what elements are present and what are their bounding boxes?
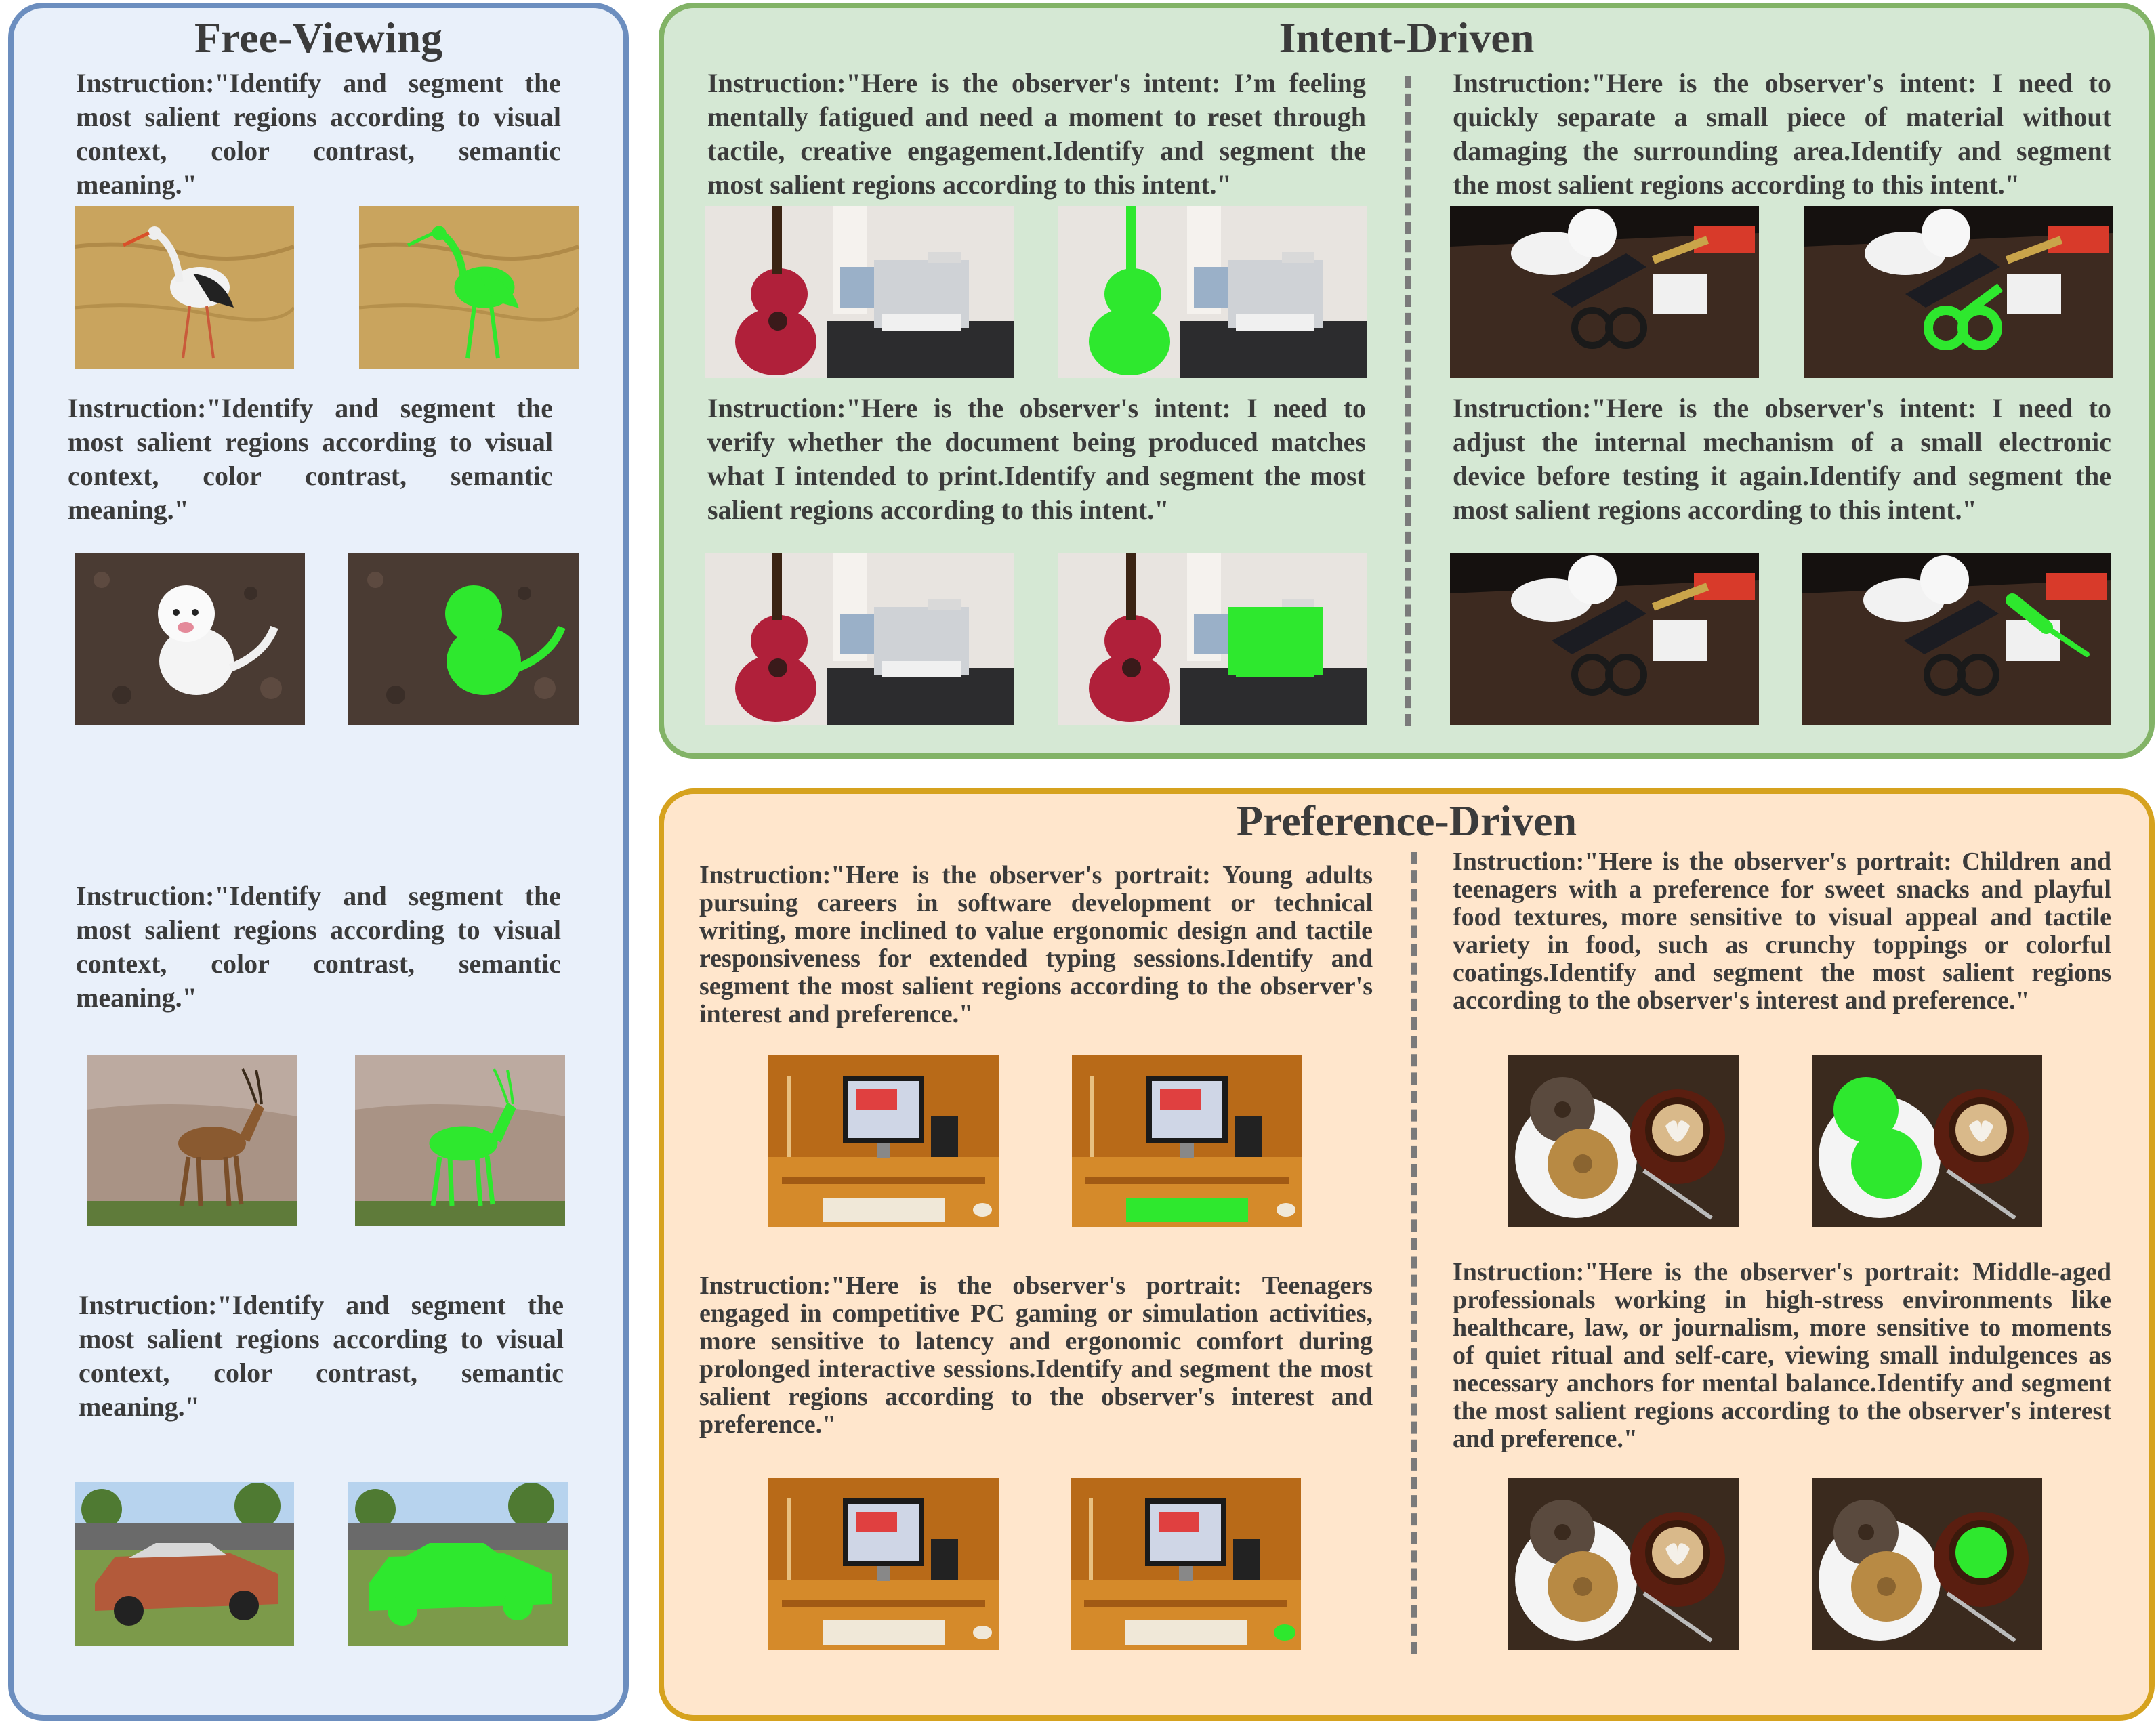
screwdriver-mask xyxy=(1802,553,2111,725)
puppy-image xyxy=(75,553,305,725)
intent-instruction-3: Instruction:"Here is the observer's inte… xyxy=(707,393,1366,525)
scissors-mask xyxy=(1804,206,2113,378)
preference-driven-title: Preference-Driven xyxy=(1236,797,1577,845)
guitar-desk-image-2 xyxy=(705,553,1014,725)
car-image xyxy=(75,1482,294,1646)
keyboard-mask xyxy=(1072,1055,1302,1227)
guitar-desk-image xyxy=(705,206,1014,378)
free-instruction-1: Instruction:"Identify and segment the mo… xyxy=(76,68,561,200)
donuts-coffee-image-2 xyxy=(1508,1478,1739,1650)
guitar-mask xyxy=(1058,206,1367,378)
stork-mask xyxy=(359,206,579,369)
free-viewing-title: Free-Viewing xyxy=(194,14,443,62)
intent-instruction-2: Instruction:"Here is the observer's inte… xyxy=(1453,68,2111,200)
pref-instruction-1: Instruction:"Here is the observer's port… xyxy=(699,861,1373,1028)
intent-instruction-1: Instruction:"Here is the observer's inte… xyxy=(707,68,1366,200)
computer-desk-image xyxy=(768,1055,999,1227)
donuts-coffee-image xyxy=(1508,1055,1739,1227)
antelope-mask xyxy=(355,1055,565,1226)
free-instruction-2: Instruction:"Identify and segment the mo… xyxy=(68,393,553,525)
tools-table-image-2 xyxy=(1450,553,1759,725)
pref-instruction-2: Instruction:"Here is the observer's port… xyxy=(1453,847,2111,1015)
coffee-mask xyxy=(1812,1478,2042,1650)
intent-instruction-4: Instruction:"Here is the observer's inte… xyxy=(1453,393,2111,525)
free-instruction-3: Instruction:"Identify and segment the mo… xyxy=(76,881,561,1013)
tools-table-image xyxy=(1450,206,1759,378)
intent-driven-title: Intent-Driven xyxy=(1279,14,1535,62)
puppy-mask xyxy=(348,553,579,725)
preference-divider xyxy=(1411,852,1417,1654)
intent-divider xyxy=(1405,76,1411,726)
pref-instruction-3: Instruction:"Here is the observer's port… xyxy=(699,1271,1373,1439)
computer-desk-image-2 xyxy=(768,1478,999,1650)
car-mask xyxy=(348,1482,568,1646)
antelope-image xyxy=(87,1055,297,1226)
pref-instruction-4: Instruction:"Here is the observer's port… xyxy=(1453,1258,2111,1453)
mouse-mask xyxy=(1071,1478,1301,1650)
printer-mask xyxy=(1058,553,1367,725)
stork-image xyxy=(75,206,294,369)
donuts-mask xyxy=(1812,1055,2042,1227)
free-instruction-4: Instruction:"Identify and segment the mo… xyxy=(79,1290,564,1422)
